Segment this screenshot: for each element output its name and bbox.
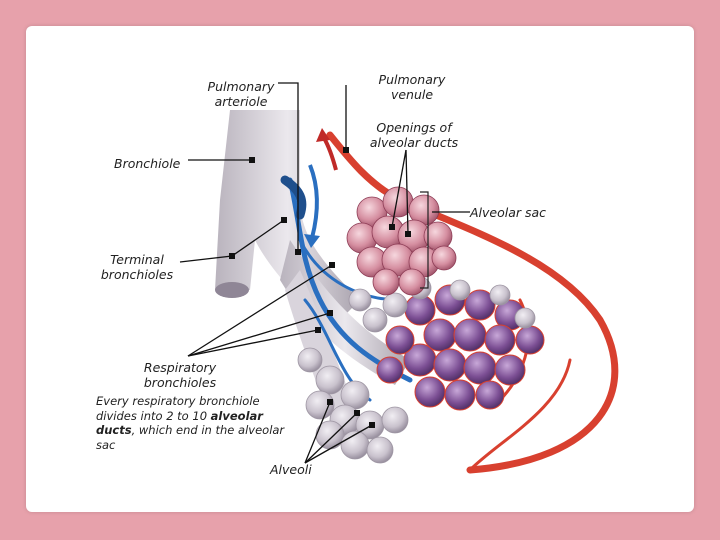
label-openings-alveolar-ducts: Openings of alveolar ducts [362,120,466,150]
label-terminal-bronchioles: Terminal bronchioles [94,252,180,282]
respiratory-bronchiole-note: Every respiratory bronchiole divides int… [96,394,286,452]
label-respiratory-line1: Respiratory [143,360,217,375]
label-openings-line1: Openings of [376,120,452,135]
label-pulmonary-venule-line1: Pulmonary [378,72,446,87]
label-alveoli: Alveoli [270,462,312,477]
alveoli-cluster [297,276,536,464]
leader-dots [229,147,411,428]
label-respiratory-line2: bronchioles [143,375,217,390]
bronchiole-opening [215,282,249,298]
blood-flow-arrowhead-in [304,234,320,248]
note-text-bold: alveolar ducts [96,408,263,438]
note-text-part2: , which end in the alveolar sac [96,423,285,452]
label-bronchiole: Bronchiole [114,156,181,171]
alveolar-sac [346,186,457,296]
label-alveolar-sac: Alveolar sac [470,205,547,220]
label-pulmonary-venule-line2: venule [390,87,434,102]
label-terminal-line1: Terminal [110,252,164,267]
label-pulmonary-arteriole-line2: arteriole [214,94,268,109]
label-pulmonary-arteriole-line1: Pulmonary [207,79,275,94]
label-respiratory-bronchioles: Respiratory bronchioles [132,360,228,390]
blood-flow-arrow-in [308,164,319,239]
blood-flow-arrowhead-out [316,128,330,142]
note-text-part1: Every respiratory bronchiole divides int… [96,394,260,423]
label-openings-line2: alveolar ducts [369,135,459,150]
alveolar-sac-bracket [420,191,429,289]
leader-lines [179,82,470,464]
label-terminal-line2: bronchioles [100,267,174,282]
label-pulmonary-arteriole: Pulmonary arteriole [200,79,282,109]
label-pulmonary-venule: Pulmonary venule [370,72,454,102]
